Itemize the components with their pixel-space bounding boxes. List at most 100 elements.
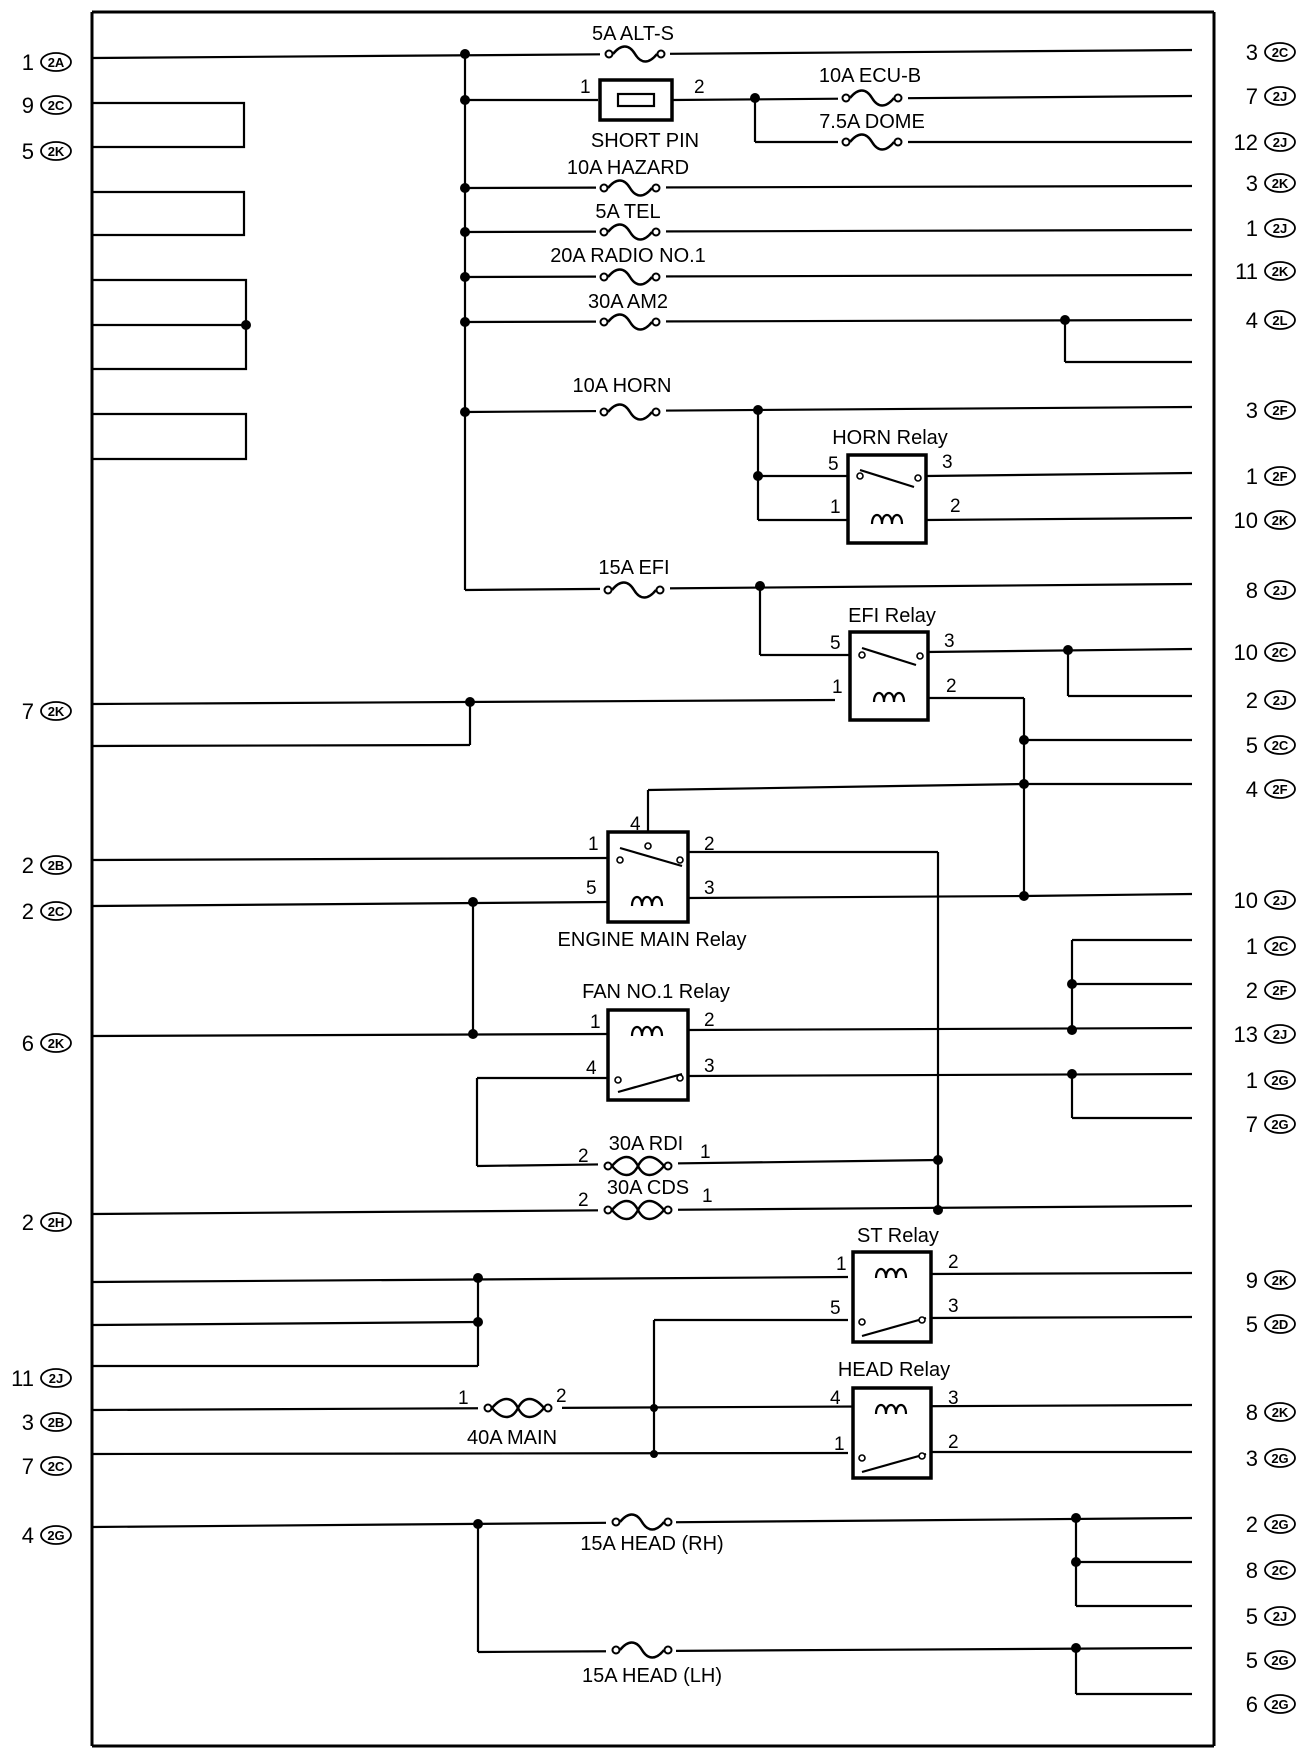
svg-text:5: 5 xyxy=(830,1298,841,1319)
connector-code: 2J xyxy=(1273,583,1287,598)
connector-code-badge xyxy=(1264,1270,1296,1290)
connector-code-badge xyxy=(40,95,72,115)
connector-code-badge xyxy=(1264,779,1296,799)
connector-code: 2C xyxy=(48,1459,65,1474)
connector-code-badge xyxy=(40,1212,72,1232)
svg-text:2: 2 xyxy=(946,676,957,697)
connector-pin-number: 6 xyxy=(1246,1692,1258,1717)
connector-code-badge xyxy=(1264,1314,1296,1334)
connector-code: 2J xyxy=(1273,89,1287,104)
connector-code-badge xyxy=(1264,735,1296,755)
connector-code: 2G xyxy=(1271,1073,1288,1088)
connector-code: 2F xyxy=(1272,403,1287,418)
svg-text:20A RADIO NO.1: 20A RADIO NO.1 xyxy=(550,245,706,267)
connector-code: 2C xyxy=(48,98,65,113)
connector-pin-number: 5 xyxy=(22,139,34,164)
svg-text:2: 2 xyxy=(704,834,715,855)
connector-code: 2K xyxy=(48,704,65,719)
connector-pin-number: 2 xyxy=(22,1210,34,1235)
svg-text:1: 1 xyxy=(590,1012,601,1033)
fuse-radio-no1: 20A RADIO NO.1 xyxy=(550,245,706,287)
svg-text:30A AM2: 30A AM2 xyxy=(588,291,668,313)
fuse-cds: 2 1 30A CDS xyxy=(578,1177,713,1224)
st-relay: ST Relay 1 2 5 3 xyxy=(830,1225,959,1344)
svg-text:EFI Relay: EFI Relay xyxy=(848,605,936,627)
connector-pin-number: 1 xyxy=(1246,464,1258,489)
connector-pin-number: 4 xyxy=(22,1523,34,1548)
connector-code-badge xyxy=(40,141,72,161)
svg-text:10A HORN: 10A HORN xyxy=(573,375,672,397)
connector-pin-number: 5 xyxy=(1246,733,1258,758)
connector-code: 2C xyxy=(48,904,65,919)
fuse-tel: 5A TEL xyxy=(595,201,666,242)
fan-no1-relay: FAN NO.1 Relay 1 2 4 3 xyxy=(582,981,730,1102)
connector-code: 2J xyxy=(1273,893,1287,908)
short-pin: 1 2 SHORT PIN xyxy=(580,77,705,152)
fuse-rdi: 2 1 30A RDI xyxy=(578,1133,711,1180)
svg-text:4: 4 xyxy=(830,1388,841,1409)
connector-code-badge xyxy=(1264,510,1296,530)
connector-code: 2D xyxy=(1272,1317,1289,1332)
connector-code: 2J xyxy=(1273,1027,1287,1042)
connector-code-badge xyxy=(1264,1650,1296,1670)
svg-text:5A TEL: 5A TEL xyxy=(595,201,660,223)
svg-text:2: 2 xyxy=(950,496,961,517)
svg-text:30A RDI: 30A RDI xyxy=(609,1133,683,1155)
svg-text:3: 3 xyxy=(944,631,955,652)
connector-pin-number: 3 xyxy=(1246,171,1258,196)
connector-pin-number: 4 xyxy=(1246,308,1258,333)
fuse-main: 1 2 40A MAIN xyxy=(458,1386,567,1449)
svg-text:1: 1 xyxy=(830,497,841,518)
connector-code-badge xyxy=(1264,261,1296,281)
connector-pin-number: 3 xyxy=(1246,40,1258,65)
connector-code: 2C xyxy=(1272,645,1289,660)
connector-code-badge xyxy=(1264,1560,1296,1580)
connector-pin-number: 5 xyxy=(1246,1648,1258,1673)
svg-text:3: 3 xyxy=(704,878,715,899)
connector-code: 2B xyxy=(48,1415,65,1430)
connector-code-badge xyxy=(1264,1514,1296,1534)
connector-code-badge xyxy=(1264,86,1296,106)
svg-text:FAN NO.1 Relay: FAN NO.1 Relay xyxy=(582,981,730,1003)
connector-pin-number: 2 xyxy=(1246,1512,1258,1537)
connector-code-badge xyxy=(1264,1070,1296,1090)
fuse-head-lh: 15A HEAD (LH) xyxy=(582,1640,722,1687)
connector-code-badge xyxy=(40,1033,72,1053)
svg-text:5A ALT-S: 5A ALT-S xyxy=(592,23,674,45)
connector-pin-number: 1 xyxy=(1246,934,1258,959)
connector-code: 2K xyxy=(1272,264,1289,279)
svg-text:5: 5 xyxy=(830,633,841,654)
connector-pin-number: 2 xyxy=(1246,688,1258,713)
connector-pin-number: 3 xyxy=(22,1410,34,1435)
connector-code: 2G xyxy=(1271,1451,1288,1466)
connector-code-badge xyxy=(40,1525,72,1545)
svg-text:2: 2 xyxy=(694,77,705,98)
connector-code-badge xyxy=(1264,936,1296,956)
connector-pin-number: 6 xyxy=(22,1031,34,1056)
left-connector: 3 2B xyxy=(22,1410,72,1435)
connector-code-badge xyxy=(1264,400,1296,420)
connector-pin-number: 13 xyxy=(1234,1022,1258,1047)
connector-code: 2F xyxy=(1272,782,1287,797)
